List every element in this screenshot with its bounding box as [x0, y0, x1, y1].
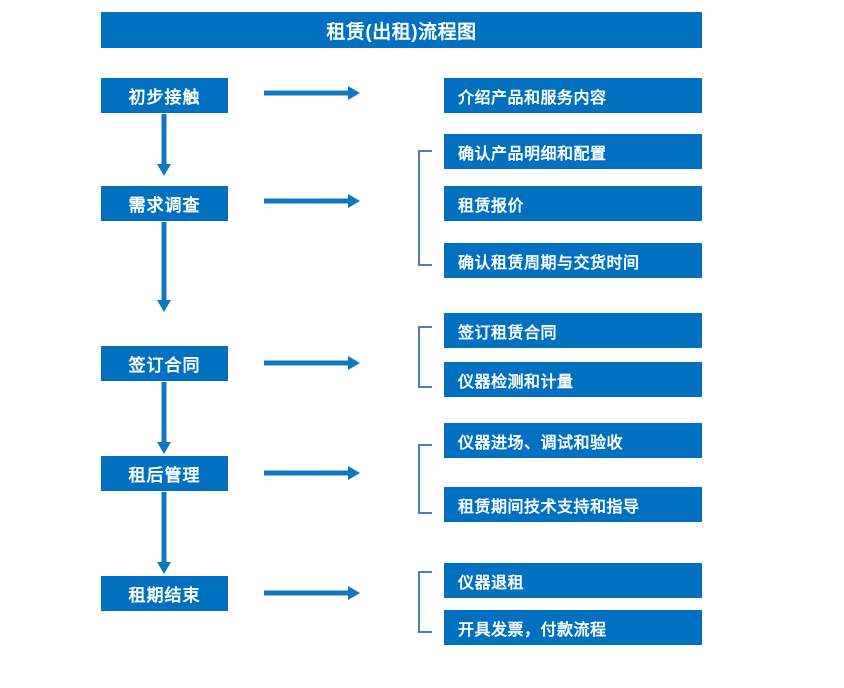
- stage-box-5[interactable]: 租期结束: [101, 576, 228, 611]
- group-bracket-icon-3: [418, 326, 432, 388]
- group-bracket-icon-5: [418, 571, 432, 633]
- down-arrow-icon: [157, 114, 171, 176]
- right-arrow-icon: [264, 356, 360, 370]
- detail-box-2-2[interactable]: 租赁报价: [444, 186, 702, 221]
- detail-box-3-1[interactable]: 签订租赁合同: [444, 313, 702, 348]
- detail-box-3-2[interactable]: 仪器检测和计量: [444, 362, 702, 397]
- down-arrow-icon: [157, 222, 171, 312]
- detail-box-5-2[interactable]: 开具发票，付款流程: [444, 610, 702, 645]
- down-arrow-icon: [157, 492, 171, 574]
- detail-box-2-1[interactable]: 确认产品明细和配置: [444, 134, 702, 169]
- stage-box-2[interactable]: 需求调查: [101, 186, 228, 221]
- detail-box-4-1[interactable]: 仪器进场、调试和验收: [444, 423, 702, 458]
- stage-box-1[interactable]: 初步接触: [101, 78, 228, 113]
- right-arrow-icon: [264, 86, 360, 100]
- right-arrow-icon: [264, 586, 360, 600]
- detail-box-5-1[interactable]: 仪器退租: [444, 563, 702, 598]
- stage-box-3[interactable]: 签订合同: [101, 346, 228, 381]
- detail-box-4-2[interactable]: 租赁期间技术支持和指导: [444, 487, 702, 522]
- down-arrow-icon: [157, 382, 171, 454]
- detail-box-2-3[interactable]: 确认租赁周期与交货时间: [444, 243, 702, 278]
- right-arrow-icon: [264, 194, 360, 208]
- stage-box-4[interactable]: 租后管理: [101, 456, 228, 491]
- detail-box-1-1[interactable]: 介绍产品和服务内容: [444, 78, 702, 113]
- group-bracket-icon-4: [418, 444, 432, 514]
- group-bracket-icon-2: [418, 150, 432, 266]
- right-arrow-icon: [264, 466, 360, 480]
- page-title: 租赁(出租)流程图: [101, 12, 702, 48]
